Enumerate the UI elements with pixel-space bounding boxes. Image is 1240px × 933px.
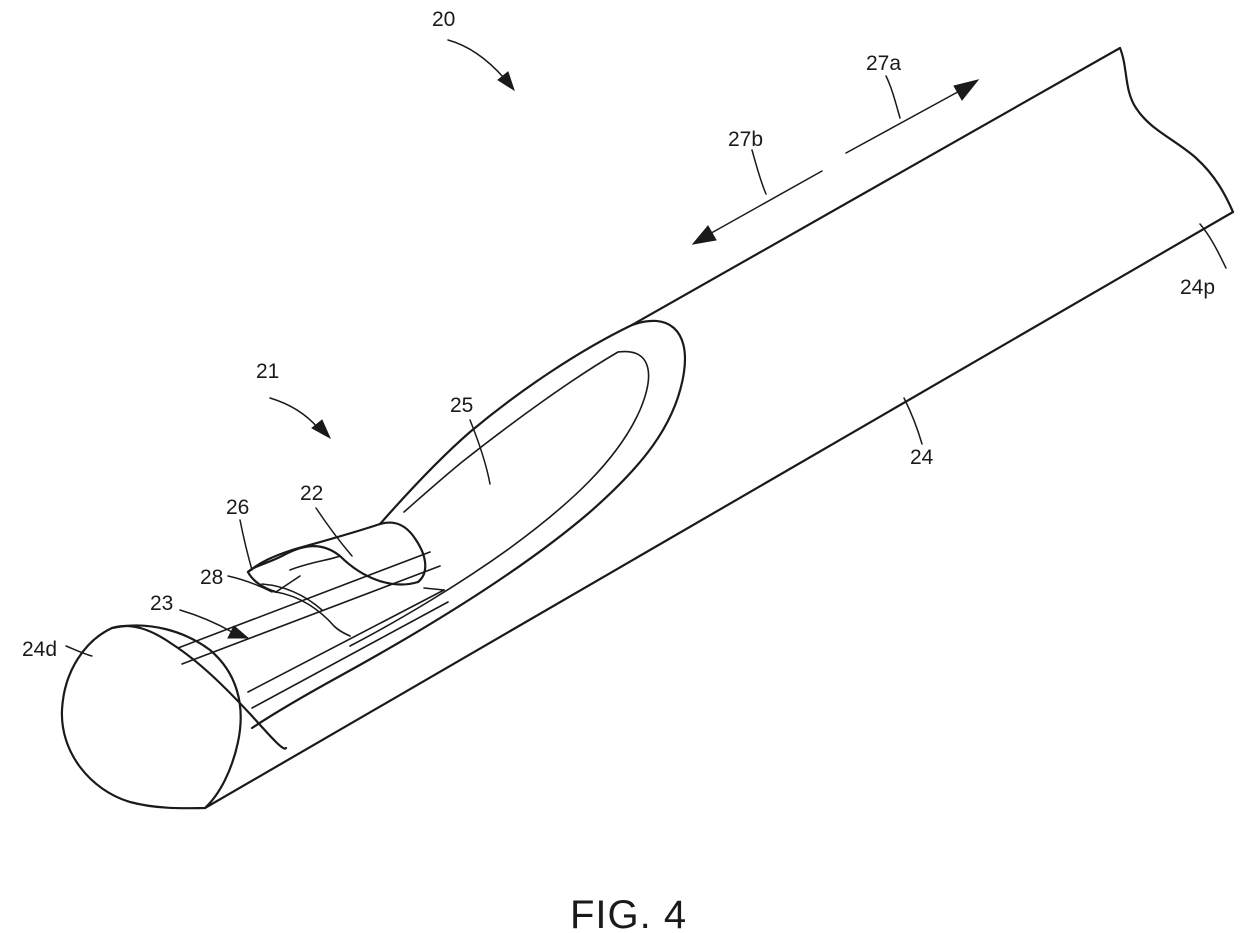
label-28: 28: [200, 566, 223, 589]
label-22: 22: [300, 482, 323, 505]
cutout-window: [178, 321, 685, 728]
label-24d: 24d: [22, 638, 57, 661]
distal-end-cap: [62, 625, 241, 808]
tube-top-edge: [632, 48, 1120, 325]
label-27b: 27b: [728, 128, 763, 151]
leader-lines: [66, 76, 1226, 656]
arrow-20-shaft: [448, 40, 504, 78]
blade-lower-curve: [248, 546, 418, 584]
leader-24d: [66, 646, 92, 656]
leader-24: [904, 398, 922, 444]
pointer-arrows: [180, 40, 514, 638]
arrow-27b-head: [693, 226, 716, 244]
reference-labels: 20 27a 27b 24p 21 25 24 22 26 28 23 24d: [22, 8, 1215, 661]
figure-caption: FIG. 4: [570, 893, 687, 933]
end-cap-outline: [62, 625, 241, 808]
tube-distal-rim: [112, 626, 286, 749]
label-24: 24: [910, 446, 934, 469]
leader-27a: [886, 76, 900, 118]
arrow-21-head: [312, 420, 330, 438]
arrow-27a-head: [954, 80, 978, 100]
direction-arrows: [693, 80, 978, 244]
label-26: 26: [226, 496, 249, 519]
label-27a: 27a: [866, 52, 901, 75]
tube-body: [112, 48, 1233, 808]
leader-26: [240, 520, 252, 570]
leader-27b: [752, 150, 766, 194]
tube-proximal-break: [1120, 48, 1233, 212]
blade-inner-curve: [290, 556, 340, 570]
label-24p: 24p: [1180, 276, 1215, 299]
blade-top-lip: [248, 524, 380, 572]
label-20: 20: [432, 8, 455, 31]
label-23: 23: [150, 592, 173, 615]
channel-rail-bottom: [252, 602, 448, 708]
label-25: 25: [450, 394, 473, 417]
blade-tip-edge: [248, 572, 276, 592]
label-21: 21: [256, 360, 279, 383]
arrow-21-shaft: [270, 398, 318, 428]
leader-22: [316, 508, 352, 556]
window-upper-inner-edge: [404, 352, 618, 512]
arrow-23-shaft: [180, 610, 232, 632]
arrow-27a-shaft: [846, 88, 965, 153]
leader-24p: [1200, 224, 1226, 268]
channel-rail-lower: [248, 590, 444, 692]
leader-25: [470, 420, 490, 484]
blade-upper-surface: [380, 523, 425, 582]
window-upper-edge: [380, 325, 632, 524]
channel-stop: [424, 588, 444, 590]
tube-bottom-edge: [205, 212, 1233, 808]
window-outer-rim: [252, 321, 685, 728]
